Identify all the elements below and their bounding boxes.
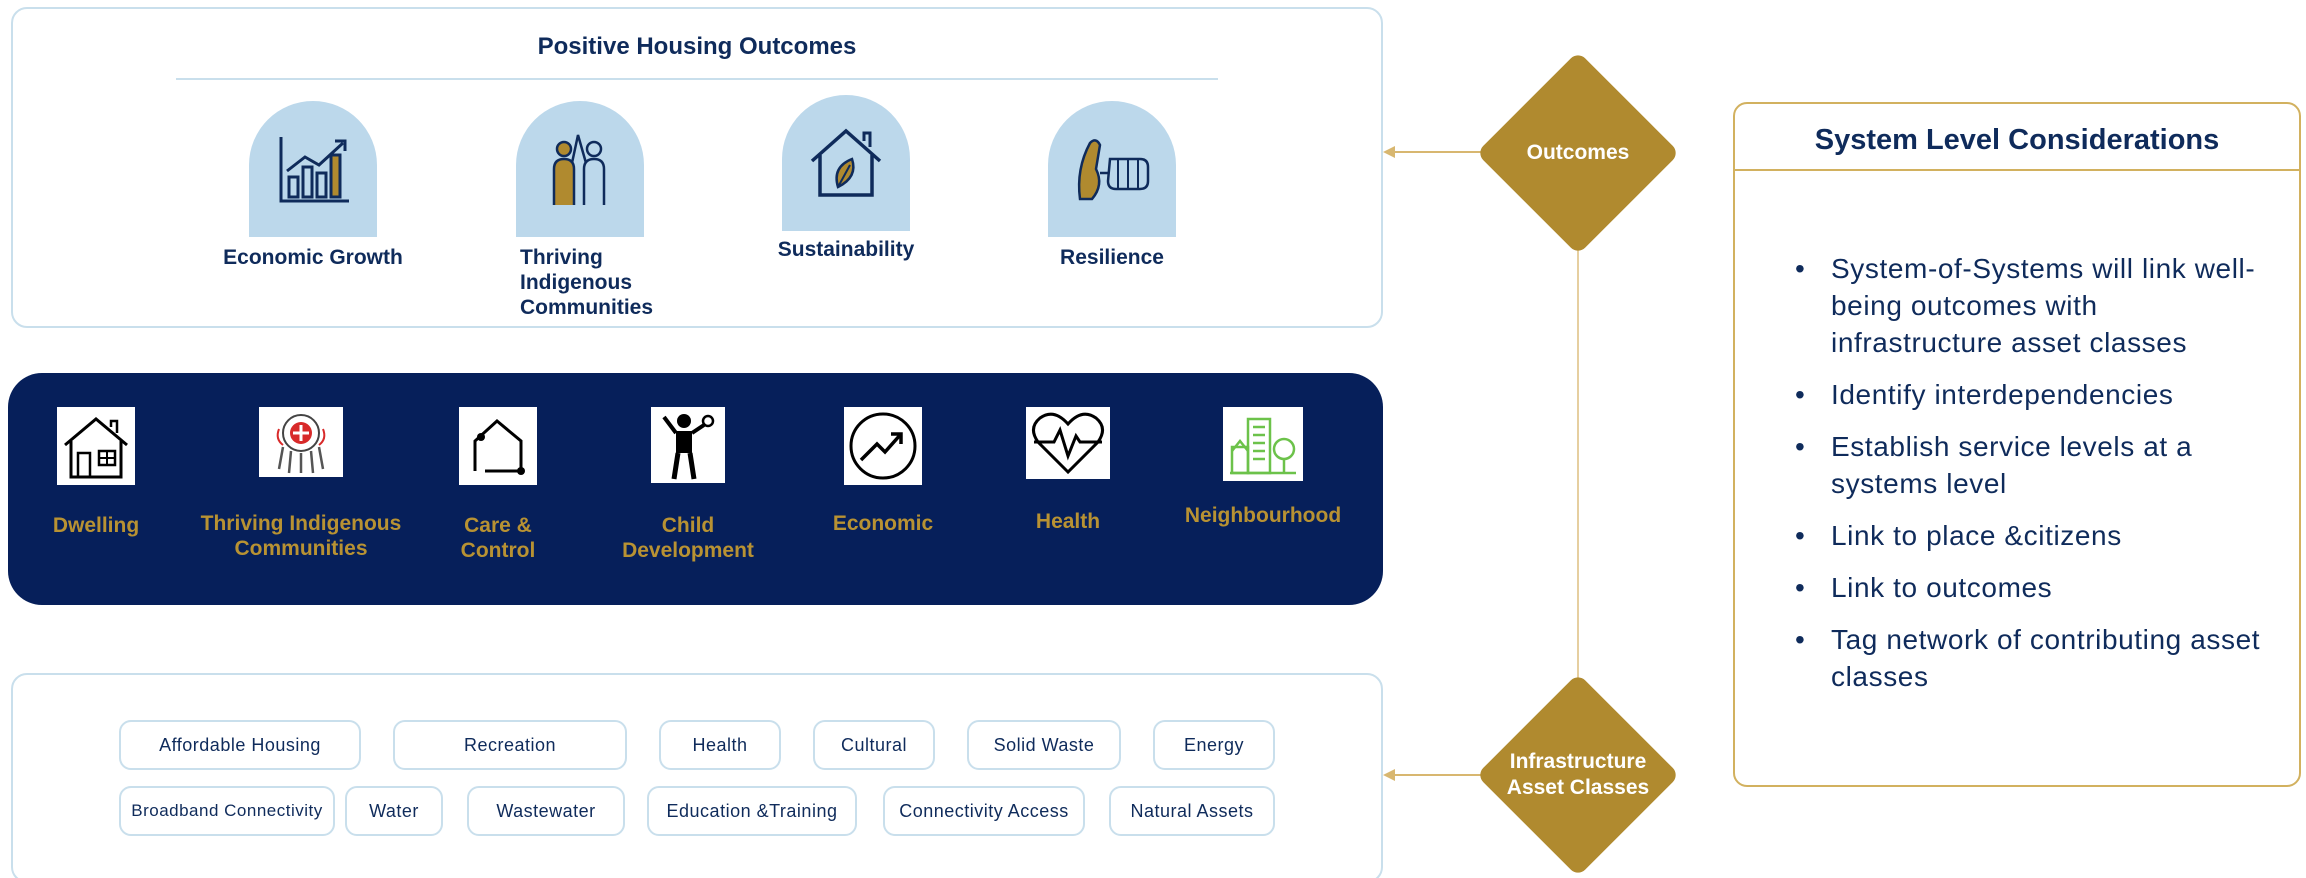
- domain-neighbourhood: Neighbourhood: [1168, 407, 1358, 528]
- asset-pill-solid-waste: Solid Waste: [967, 720, 1121, 770]
- considerations-item: Tag network of contributing asset classe…: [1795, 621, 2275, 695]
- domain-label: Dwelling: [52, 514, 140, 537]
- asset-classes-panel: Affordable Housing Recreation Health Cul…: [11, 673, 1383, 878]
- asset-pill-recreation: Recreation: [393, 720, 627, 770]
- outcome-label: Resilience: [1060, 246, 1164, 269]
- domain-child-development: Child Development: [598, 407, 778, 563]
- asset-pill-affordable-housing: Affordable Housing: [119, 720, 361, 770]
- asset-pill-connectivity-access: Connectivity Access: [883, 786, 1085, 836]
- dreamcatcher-emblem-icon: [276, 414, 326, 474]
- outcome-thriving-indigenous-communities: Thriving Indigenous Communities: [470, 101, 690, 320]
- domain-icon-box: [844, 407, 922, 485]
- considerations-divider: [1735, 169, 2299, 171]
- outcomes-arrow-head: [1383, 146, 1395, 158]
- domain-label: Care & Control: [460, 514, 536, 562]
- house-icon: [64, 417, 128, 479]
- outcomes-panel: Positive Housing Outcomes Economic Growt…: [11, 7, 1383, 328]
- asset-pill-education-training: Education &Training: [647, 786, 857, 836]
- assets-diamond-label: Infrastructure Asset Classes: [1478, 749, 1678, 801]
- buildings-icon: [1230, 417, 1296, 475]
- outcomes-divider: [176, 78, 1218, 80]
- outcome-arch: [782, 95, 910, 231]
- asset-pill-health: Health: [659, 720, 781, 770]
- domain-icon-box: [57, 407, 135, 485]
- domain-icon-box: [259, 407, 343, 477]
- outcome-economic-growth: Economic Growth: [203, 101, 423, 270]
- domain-icon-box: [1026, 407, 1110, 479]
- people-high-five-icon: [552, 134, 606, 205]
- considerations-box: System Level Considerations System-of-Sy…: [1733, 102, 2301, 787]
- outcomes-panel-title: Positive Housing Outcomes: [537, 33, 857, 60]
- outcome-label: Sustainability: [777, 238, 915, 261]
- outcomes-arrow-line: [1394, 151, 1484, 153]
- domain-label: Child Development: [622, 514, 754, 562]
- child-figure-icon: [662, 414, 715, 480]
- asset-pill-broadband-connectivity: Broadband Connectivity: [119, 786, 335, 836]
- asset-pill-energy: Energy: [1153, 720, 1275, 770]
- domain-care-and-control: Care & Control: [438, 407, 558, 563]
- assets-diamond-label-line2: Asset Classes: [1506, 776, 1650, 799]
- asset-pill-cultural: Cultural: [813, 720, 935, 770]
- outcome-label: Thriving Indigenous Communities: [520, 246, 654, 319]
- outcome-arch: [249, 101, 377, 237]
- asset-pill-water: Water: [345, 786, 443, 836]
- domain-icon-box: [459, 407, 537, 485]
- outcome-label: Economic Growth: [223, 246, 403, 269]
- house-leaf-icon: [810, 128, 882, 197]
- considerations-item: Link to place &citizens: [1795, 517, 2275, 554]
- asset-pill-wastewater: Wastewater: [467, 786, 625, 836]
- outcome-resilience: Resilience: [1002, 101, 1222, 270]
- heartbeat-icon: [1032, 412, 1104, 475]
- domain-label: Neighbourhood: [1184, 504, 1342, 527]
- considerations-item: Identify interdependencies: [1795, 376, 2275, 413]
- domain-icon-box: [651, 407, 725, 483]
- outcome-arch: [1048, 101, 1176, 237]
- asset-pill-natural-assets: Natural Assets: [1109, 786, 1275, 836]
- domain-economic: Economic: [808, 407, 958, 536]
- considerations-title: System Level Considerations: [1814, 124, 2220, 156]
- house-outline-icon: [473, 419, 525, 475]
- outcome-sustainability: Sustainability: [736, 95, 956, 262]
- domain-dwelling: Dwelling: [26, 407, 166, 538]
- trend-arrow-icon: [849, 412, 917, 480]
- assets-arrow-line: [1394, 774, 1484, 776]
- domain-label: Health: [1035, 510, 1101, 533]
- considerations-item: Link to outcomes: [1795, 569, 2275, 606]
- domain-health: Health: [998, 407, 1138, 534]
- growth-chart-icon: [279, 137, 349, 203]
- assets-arrow-head: [1383, 769, 1395, 781]
- domain-icon-box: [1223, 407, 1303, 481]
- hand-fist-icon: [1077, 139, 1150, 201]
- outcomes-diamond-label: Outcomes: [1526, 141, 1630, 164]
- considerations-item: System-of-Systems will link well-being o…: [1795, 250, 2275, 361]
- domain-label: Economic: [832, 512, 934, 535]
- domain-thriving-indigenous-communities: Thriving Indigenous Communities: [191, 407, 411, 561]
- domains-band: Dwelling Thriving Indigenous Communities…: [8, 373, 1383, 605]
- vertical-connector: [1577, 250, 1579, 680]
- outcome-arch: [516, 101, 644, 237]
- considerations-item: Establish service levels at a systems le…: [1795, 428, 2275, 502]
- considerations-list: System-of-Systems will link well-being o…: [1795, 250, 2275, 710]
- assets-diamond-label-line1: Infrastructure: [1509, 750, 1647, 773]
- domain-label: Thriving Indigenous Communities: [200, 512, 402, 560]
